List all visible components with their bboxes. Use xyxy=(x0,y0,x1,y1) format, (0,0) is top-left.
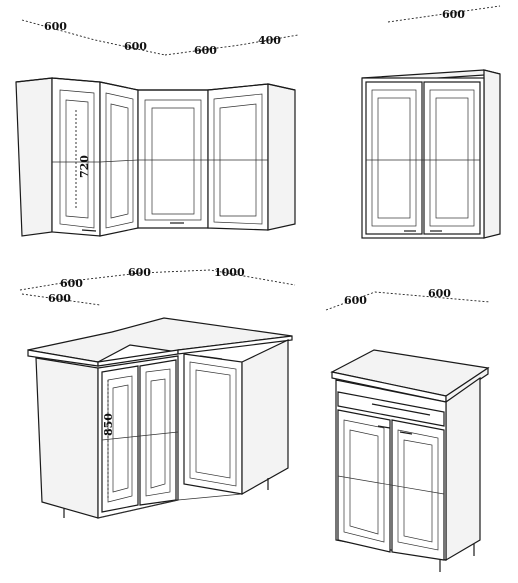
handle xyxy=(199,355,223,360)
dimension-line xyxy=(21,293,101,306)
cabinet-door xyxy=(183,353,243,495)
door-panel xyxy=(144,99,202,221)
corner-base-cabinet: 600 600 600 1000 850 xyxy=(19,266,296,519)
door-panel xyxy=(343,419,385,543)
cabinet-side-panel xyxy=(445,376,481,562)
cabinet-door xyxy=(365,81,423,235)
dimension-line xyxy=(19,272,141,291)
drawer-base-cabinet: 600 600 xyxy=(325,287,491,572)
cabinet-side-panel xyxy=(241,339,289,496)
dim-label: 600 xyxy=(48,292,71,305)
dim-label: 600 xyxy=(428,287,451,300)
cabinet-door xyxy=(51,77,101,237)
double-wall-cabinet: 600 xyxy=(361,5,501,239)
cabinet-door xyxy=(337,409,391,553)
door-panel xyxy=(397,429,439,551)
dim-label: 600 xyxy=(442,8,465,21)
dim-label: 600 xyxy=(194,44,217,57)
dim-label: 600 xyxy=(124,40,147,53)
door-panel xyxy=(59,89,95,229)
dimension-line xyxy=(387,5,501,23)
door-glass xyxy=(349,429,379,535)
dim-label-vertical: 720 xyxy=(78,155,91,178)
door-panel xyxy=(429,89,475,227)
shelf-line xyxy=(101,431,179,441)
cabinet-side-panel xyxy=(15,77,53,237)
drawer-front xyxy=(337,391,445,427)
cabinet-door xyxy=(137,89,209,229)
corner-wall-cabinet: 600 600 600 400 720 xyxy=(15,19,299,237)
door-glass xyxy=(112,384,129,493)
handle xyxy=(81,229,97,232)
handle xyxy=(377,425,391,429)
door-panel xyxy=(145,368,171,497)
dim-label: 600 xyxy=(60,277,83,290)
countertop-edge xyxy=(445,366,489,404)
door-panel xyxy=(189,361,237,487)
door-panel xyxy=(213,93,263,225)
door-glass xyxy=(195,369,231,479)
shelf-line xyxy=(337,475,445,495)
cabinet-door xyxy=(101,365,139,513)
door-panel xyxy=(371,89,417,227)
dim-label: 1000 xyxy=(214,266,245,279)
door-glass xyxy=(151,107,195,215)
dim-label-vertical: 850 xyxy=(102,413,115,436)
door-glass xyxy=(435,97,469,219)
dimension-line xyxy=(164,34,299,56)
door-glass xyxy=(65,99,89,219)
drawer-handle xyxy=(371,403,431,416)
cabinet-side-panel xyxy=(267,83,296,231)
dim-label: 400 xyxy=(258,34,281,47)
cabinet-door xyxy=(391,419,445,561)
cabinet-door xyxy=(423,81,481,235)
handle xyxy=(399,431,413,435)
cabinet-side-panel xyxy=(483,69,501,239)
dim-label: 600 xyxy=(128,266,151,279)
cabinet-top-edge xyxy=(15,77,296,91)
dim-label: 600 xyxy=(344,294,367,307)
cabinet-side-panel xyxy=(35,357,99,519)
door-glass xyxy=(150,378,166,489)
door-glass xyxy=(377,97,411,219)
countertop-edge xyxy=(177,335,293,355)
cabinet-door xyxy=(139,359,177,506)
door-panel xyxy=(105,92,134,229)
plinth xyxy=(97,493,243,519)
dim-label: 600 xyxy=(44,20,67,33)
shelf-line xyxy=(52,159,268,163)
door-glass xyxy=(219,103,257,217)
door-glass xyxy=(110,103,129,219)
dimension-line xyxy=(325,291,491,311)
door-glass xyxy=(403,439,433,543)
dimension-line xyxy=(21,19,166,56)
